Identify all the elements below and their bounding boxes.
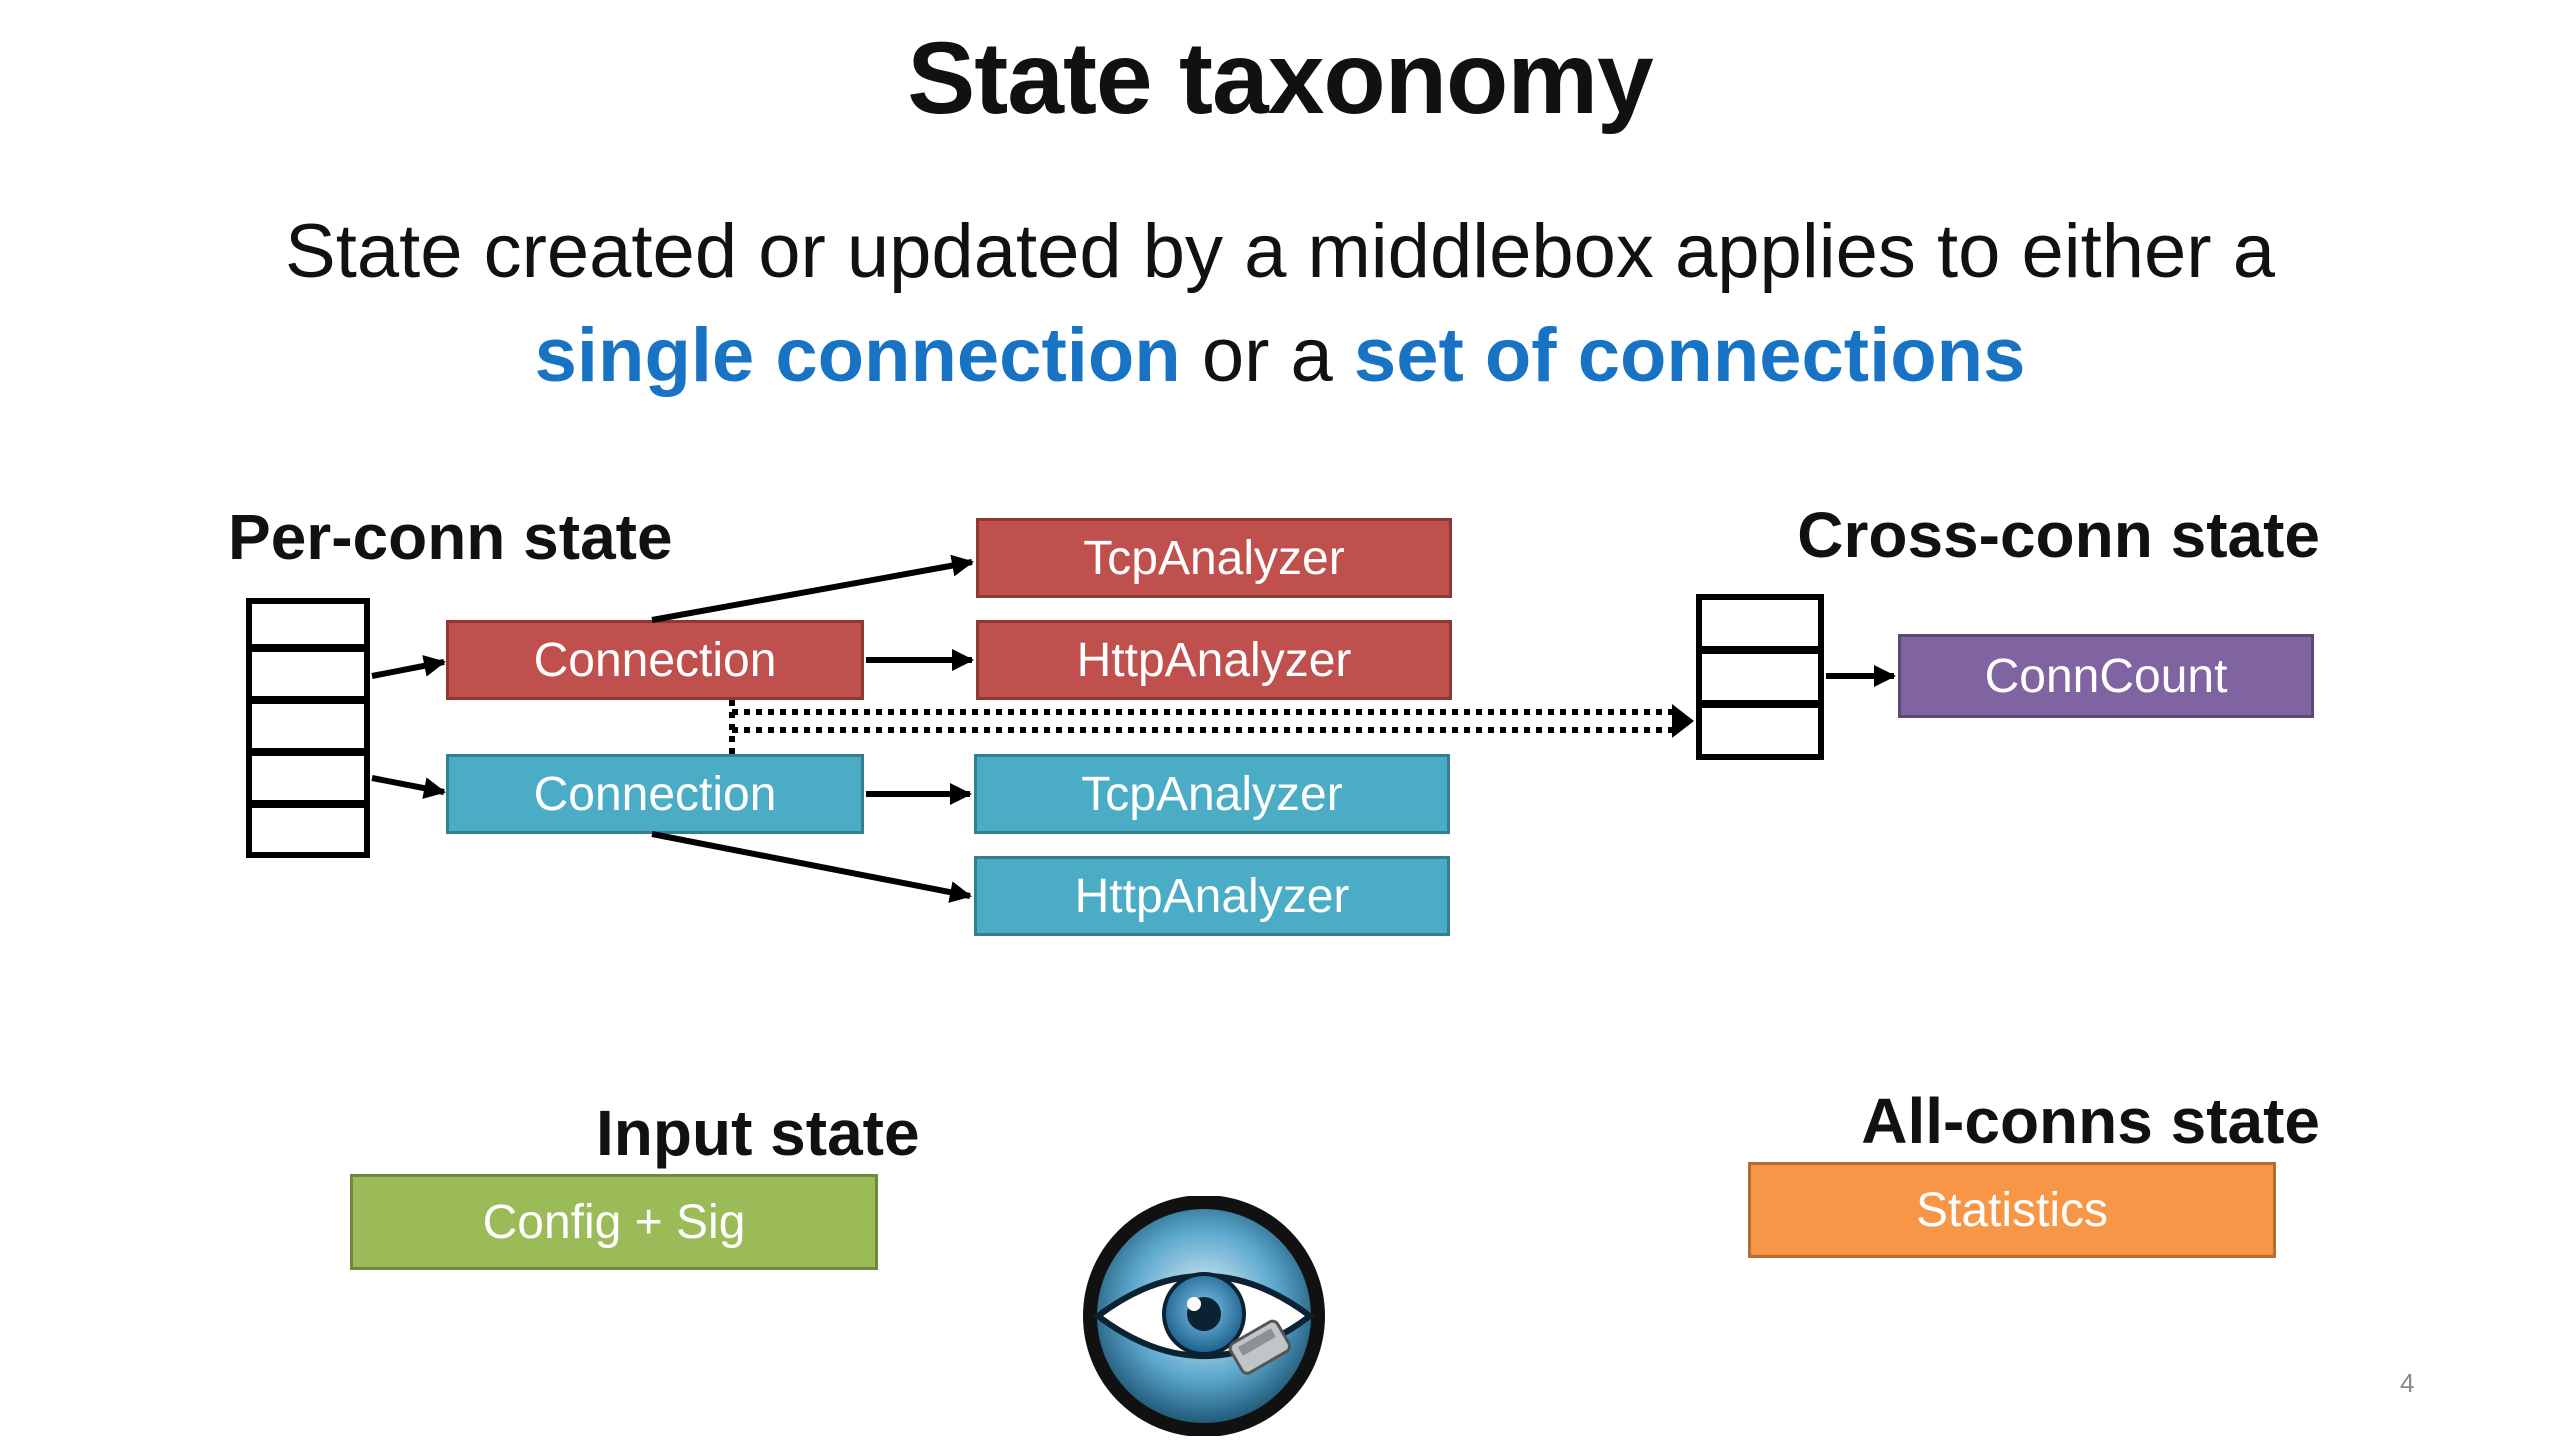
subtitle-highlight-set: set of connections — [1353, 313, 2026, 398]
arrow-table-to-connection-blue — [371, 775, 446, 799]
arrow-connection-blue-to-http — [651, 831, 972, 903]
slide-title: State taxonomy — [907, 21, 1654, 135]
per-conn-table-row — [246, 698, 370, 754]
eye-logo-icon — [1078, 1195, 1330, 1437]
per-conn-table-row — [246, 802, 370, 858]
all-conns-label: All-conns state — [1861, 1085, 2320, 1157]
subtitle-highlight-single: single connection — [534, 313, 1181, 398]
per-conn-table-row — [246, 598, 370, 650]
statistics-box: Statistics — [1748, 1162, 2276, 1258]
page-number: 4 — [2400, 1368, 2415, 1398]
connection-box-red: Connection — [446, 620, 864, 700]
arrow-table-to-connection-red — [371, 655, 446, 679]
http-analyzer-box-red: HttpAnalyzer — [976, 620, 1452, 700]
dotted-link-arrowhead — [1672, 704, 1694, 738]
per-conn-label: Per-conn state — [228, 501, 673, 573]
cross-conn-label: Cross-conn state — [1797, 499, 2320, 571]
conncount-box: ConnCount — [1898, 634, 2314, 718]
subtitle-line1: State created or updated by a middlebox … — [285, 209, 2275, 294]
input-state-label: Input state — [596, 1097, 920, 1169]
arrow-connection-red-to-tcp — [651, 554, 974, 623]
config-sig-box: Config + Sig — [350, 1174, 878, 1270]
tcp-analyzer-box-red: TcpAnalyzer — [976, 518, 1452, 598]
http-analyzer-box-blue: HttpAnalyzer — [974, 856, 1450, 936]
slide-subtitle: State created or updated by a middlebox … — [160, 200, 2400, 408]
cross-conn-table-row — [1696, 702, 1824, 760]
subtitle-mid: or a — [1180, 313, 1354, 398]
tcp-analyzer-box-blue: TcpAnalyzer — [974, 754, 1450, 834]
